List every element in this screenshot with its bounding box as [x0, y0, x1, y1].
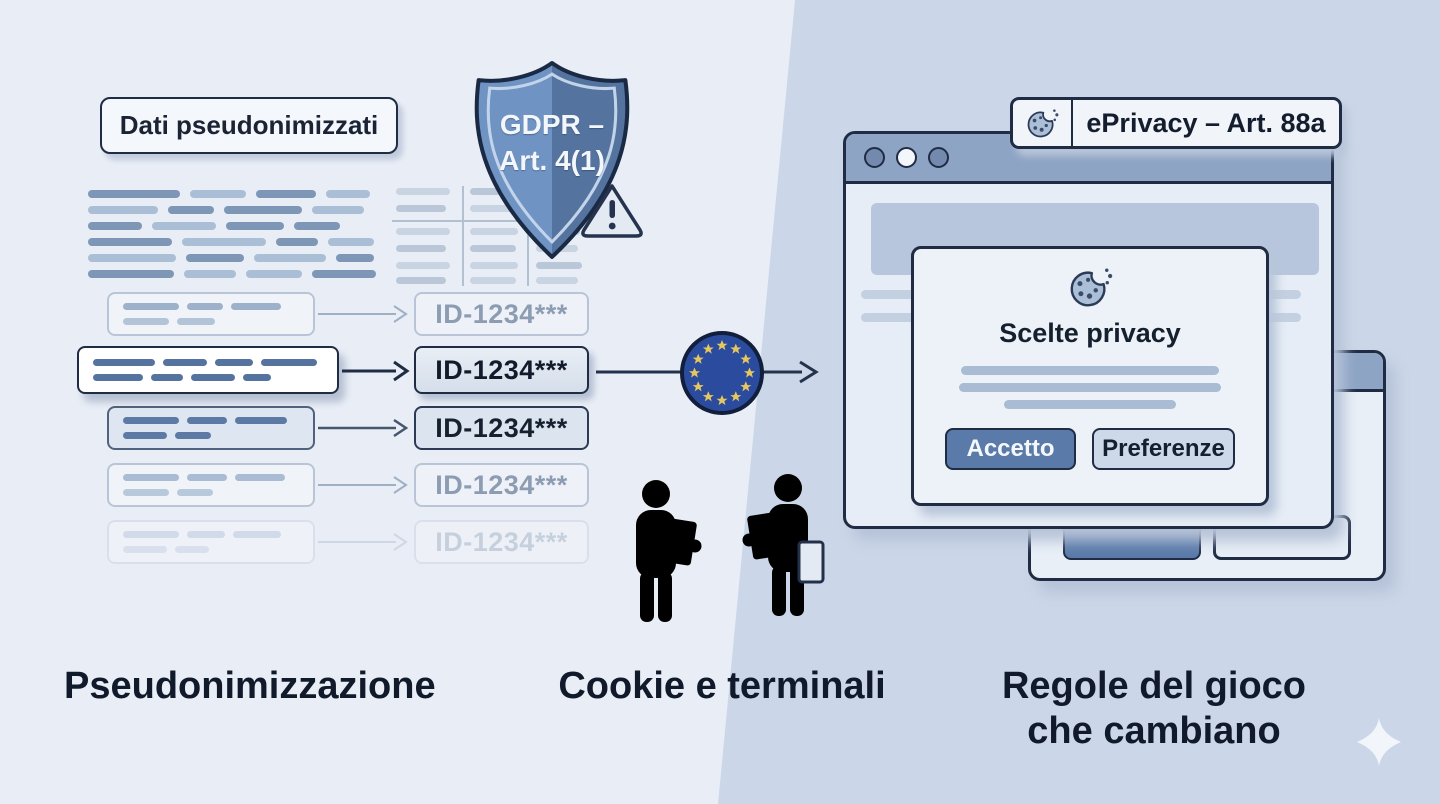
eu-flag-icon: [680, 331, 764, 415]
pseudonymized-id-value: ID-1234***: [414, 463, 589, 507]
cookie-icon: [1013, 100, 1073, 146]
warning-icon: [578, 180, 646, 242]
gdpr-shield-line1: GDPR –: [499, 109, 605, 140]
caption-pseudonimizzazione: Pseudonimizzazione: [64, 665, 436, 707]
accept-button[interactable]: Accetto: [945, 428, 1076, 470]
gdpr-shield-line2: Art. 4(1): [499, 145, 605, 176]
dialog-text-line: [961, 366, 1219, 375]
sparkle-icon: [1357, 718, 1401, 766]
eprivacy-badge-label: ePrivacy – Art. 88a: [1086, 107, 1326, 138]
person-with-tablet-light: .pa .p-body{fill:#9fb5d0;stroke:#22304a;…: [636, 480, 702, 622]
eprivacy-badge: ePrivacy – Art. 88a: [1010, 97, 1342, 149]
cookie-consent-dialog: Scelte privacy Accetto Preferenze: [911, 246, 1269, 506]
person-with-tablet-dark: .pb .p-body{fill:#5d7aa6;stroke:#22304a;…: [742, 474, 825, 616]
pseudonymized-id-value: ID-1234***: [414, 406, 589, 450]
browser-window: Scelte privacy Accetto Preferenze: [843, 131, 1334, 529]
redacted-paragraph: [88, 190, 388, 286]
caption-regole: Regole del gioco che cambiano: [980, 664, 1328, 754]
caption-regole-line2: che cambiano: [1027, 710, 1281, 752]
pseudonymized-id-value: ID-1234***: [414, 292, 589, 336]
caption-regole-line1: Regole del gioco: [1001, 665, 1307, 707]
window-control-dot[interactable]: [864, 147, 885, 168]
preferences-button[interactable]: Preferenze: [1092, 428, 1235, 470]
window-control-dot[interactable]: [928, 147, 949, 168]
pseudonymized-id-value: ID-1234***: [414, 520, 589, 564]
document-icon: [797, 540, 825, 584]
dati-pseudonimizzati-label: Dati pseudonimizzati: [100, 97, 398, 154]
dialog-title: Scelte privacy: [999, 318, 1181, 348]
dati-pseudonimizzati-text: Dati pseudonimizzati: [119, 110, 379, 140]
pseudonymized-id-value: ID-1234***: [414, 346, 589, 394]
dialog-text-line: [1004, 400, 1176, 409]
caption-cookie-terminali: Cookie e terminali: [558, 665, 886, 707]
window-control-dot[interactable]: [896, 147, 917, 168]
cookie-icon: [1070, 267, 1113, 307]
dialog-text-line: [959, 383, 1221, 392]
gdpr-shield-icon: GDPR – Art. 4(1): [460, 57, 644, 263]
